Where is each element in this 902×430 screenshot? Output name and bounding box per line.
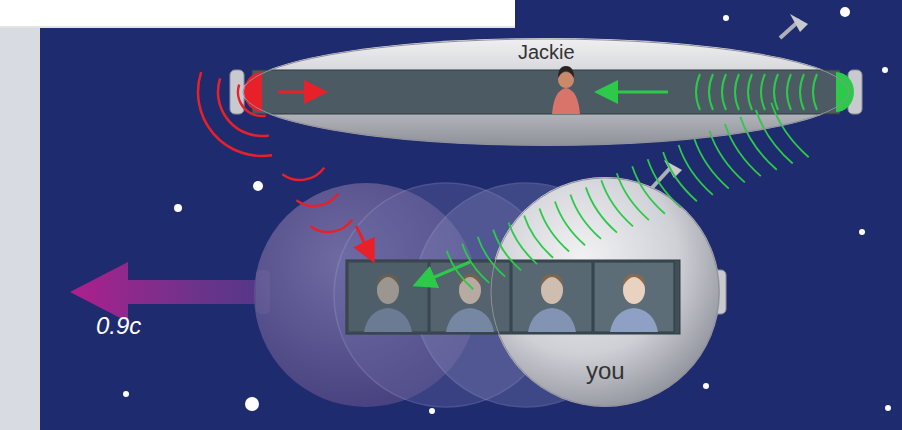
light-waves: [198, 72, 817, 289]
jackie-ship: [230, 14, 862, 146]
window-faces: [346, 260, 680, 334]
red-arrow: [356, 226, 372, 258]
green-arrow: [600, 91, 668, 94]
velocity-label: 0.9c: [96, 312, 141, 340]
green-arrow: [418, 262, 470, 284]
ship-name: Jackie: [518, 41, 575, 64]
spaceship-sphere: you: [490, 177, 720, 407]
page-strip: [0, 28, 40, 430]
stars: [123, 7, 891, 414]
red-arrow: [278, 91, 322, 94]
jackie-figure: [552, 66, 580, 114]
your-ship: [490, 160, 726, 407]
spaceship-hull: Jackie: [242, 38, 850, 146]
page-strip: [0, 0, 515, 28]
ship-name: you: [586, 357, 625, 385]
